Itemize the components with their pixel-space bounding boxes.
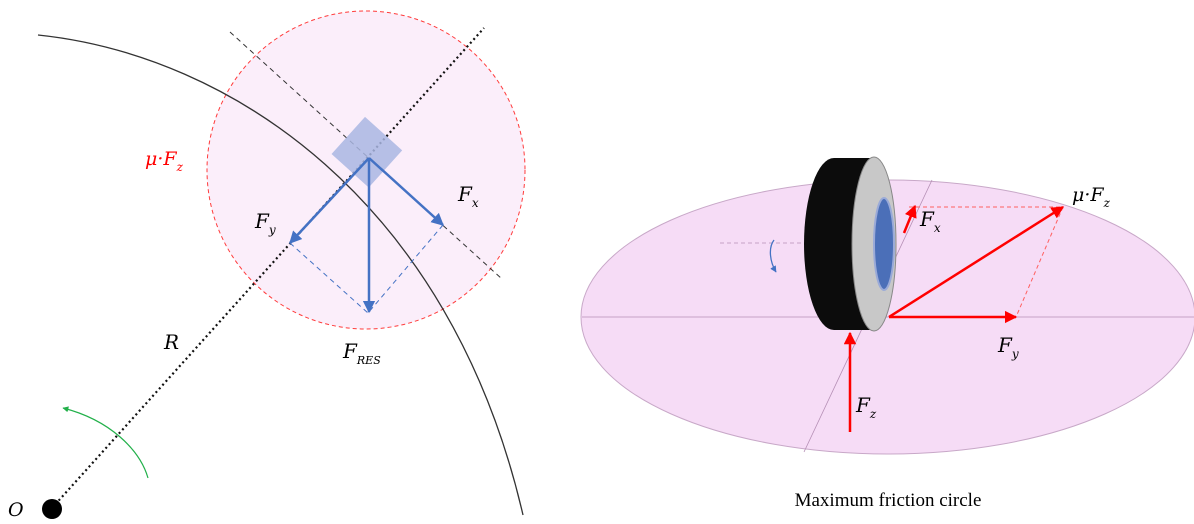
spin-arrow	[769, 239, 777, 273]
rotation-arrow	[62, 406, 149, 479]
road-curve	[37, 34, 524, 516]
fy-label: Fy	[254, 209, 276, 237]
parallelogram-line	[1015, 206, 1064, 318]
diagram-caption: Maximum friction circle	[795, 490, 982, 511]
parallelogram-line	[367, 224, 444, 314]
origin-point	[42, 499, 62, 519]
right-diagram: μ·Fz Fx Fy Fz Maximum friction circle	[580, 156, 1194, 511]
tyre-rim	[873, 197, 895, 291]
fx-label: Fx	[919, 207, 941, 235]
vehicle-block	[331, 116, 403, 188]
fres-label: FRES	[342, 339, 381, 367]
fy-label: Fy	[997, 333, 1019, 361]
force-fy-arrow	[289, 157, 370, 244]
radius-label: R	[163, 330, 179, 354]
force-fx-arrow	[902, 204, 917, 234]
fx-label: Fx	[457, 182, 479, 210]
tyre	[804, 156, 897, 332]
left-diagram: μ·Fz Fy Fx FRES R O	[8, 10, 526, 521]
mu-fz-label: μ·Fz	[145, 148, 184, 174]
mu-fz-label: μ·Fz	[1072, 184, 1111, 210]
force-fx-arrow	[368, 157, 444, 226]
origin-label: O	[8, 499, 24, 521]
force-mu-arrow	[888, 205, 1065, 319]
fz-label: Fz	[855, 393, 877, 421]
